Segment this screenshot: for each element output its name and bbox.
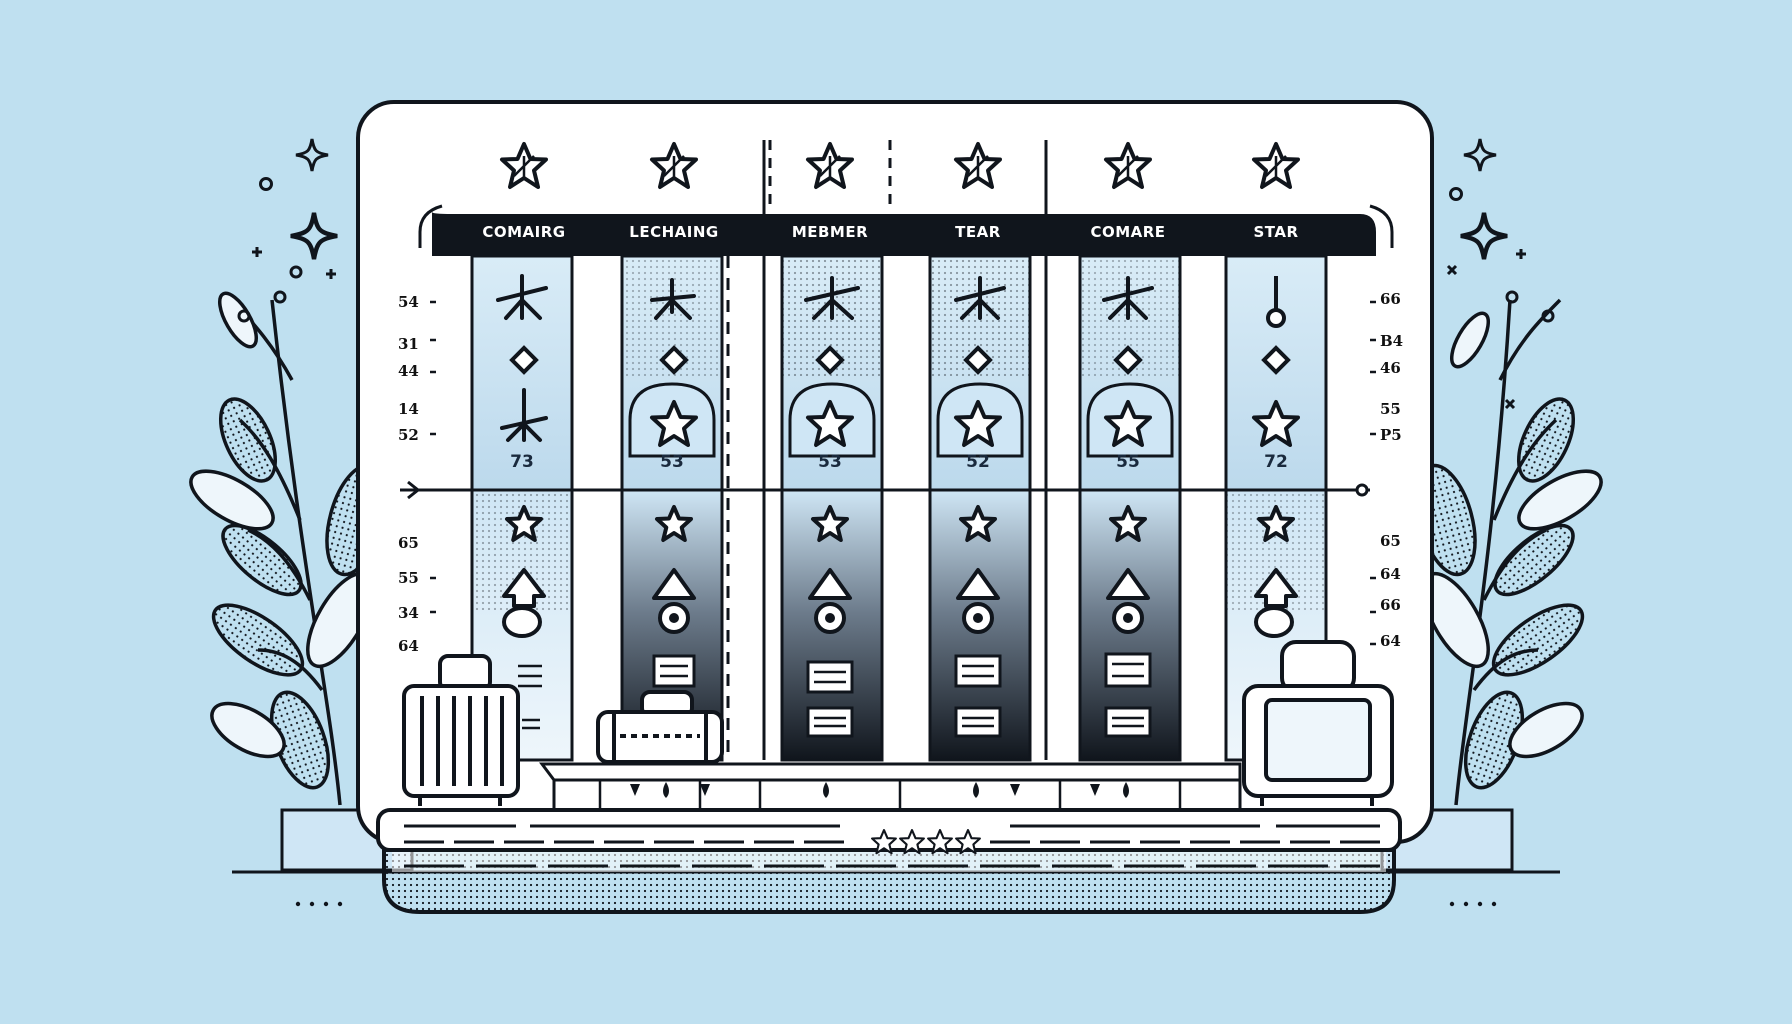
column-header-5: COMARE (1090, 223, 1166, 241)
column-value-6: 72 (1264, 452, 1288, 472)
column-header-4: TEAR (955, 223, 1001, 241)
column-header-6: STAR (1253, 223, 1299, 241)
right-axis-label: P5 (1380, 426, 1402, 444)
left-axis-label: 44 (398, 362, 419, 380)
arrow-up-icon (502, 568, 1298, 608)
list-icon (652, 652, 1152, 738)
plane-icon (500, 388, 548, 442)
right-axis-label: 64 (1380, 632, 1401, 650)
left-axis-label: 64 (398, 637, 419, 655)
right-axis-label: 66 (1380, 290, 1401, 308)
left-axis-label: 55 (398, 569, 419, 587)
drop-icon (630, 782, 1129, 798)
right-axis-label: B4 (1380, 332, 1404, 350)
column-value-2: 53 (660, 452, 684, 472)
right-axis-label: 66 (1380, 596, 1401, 614)
left-axis-label: 34 (398, 604, 419, 622)
left-axis-label: 54 (398, 293, 419, 311)
column-value-4: 52 (966, 452, 990, 472)
column-header-1: COMAIRG (482, 223, 566, 241)
left-axis-label: 52 (398, 426, 419, 444)
left-axis-label: 31 (398, 335, 419, 353)
suitcase-icon (596, 690, 724, 764)
plane-icon (496, 274, 1154, 320)
column-value-3: 53 (818, 452, 842, 472)
column-value-1: 73 (510, 452, 534, 472)
sparkle-icon (237, 137, 337, 323)
column-value-5: 55 (1116, 452, 1140, 472)
right-axis-label: 55 (1380, 400, 1401, 418)
ground-dots (295, 901, 1497, 907)
suitcase-icon (402, 654, 520, 806)
column-header-3: MEBMER (791, 223, 869, 241)
right-axis-label: 65 (1380, 532, 1401, 550)
right-axis-label: 64 (1380, 565, 1401, 583)
sparkle-icon (1446, 137, 1555, 410)
diamond-icon (509, 345, 1291, 375)
left-axis-label: 14 (398, 400, 419, 418)
right-axis-label: 46 (1380, 359, 1401, 377)
leaf-branch-icon (1415, 298, 1603, 806)
thermometer-icon (1266, 276, 1286, 328)
suitcase-icon (1242, 640, 1394, 806)
left-axis-label: 65 (398, 534, 419, 552)
column-header-2: LECHAING (629, 223, 719, 241)
